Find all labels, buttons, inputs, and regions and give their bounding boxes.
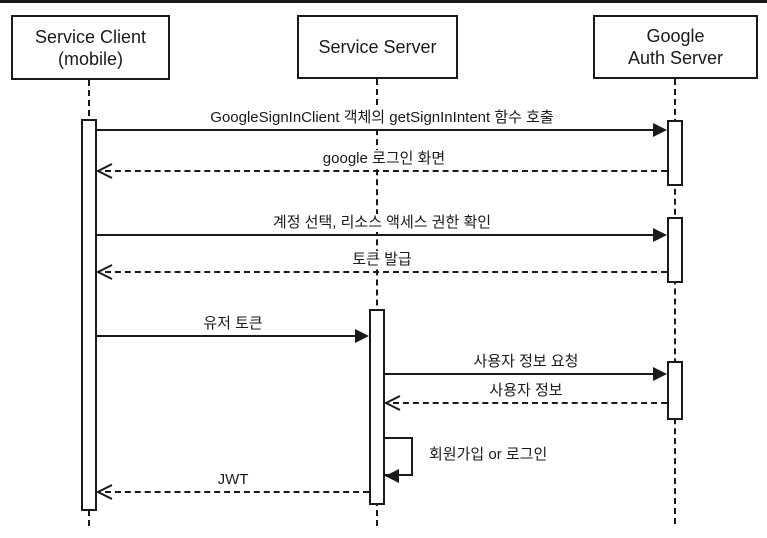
message-label-2: google 로그인 화면 xyxy=(318,150,450,168)
message-label-5: 유저 토큰 xyxy=(199,315,267,333)
lifeline-google-auth-server xyxy=(674,79,676,524)
actor-subname-google-auth-server: Auth Server xyxy=(627,48,724,68)
message-label-3: 계정 선택, 리소스 액세스 권한 확인 xyxy=(268,214,496,232)
arrowhead-open-left-icon xyxy=(96,484,113,500)
arrowhead-open-left-icon xyxy=(96,264,113,280)
message-line-3 xyxy=(97,234,654,236)
self-message-loop xyxy=(385,437,413,476)
message-label-6: 사용자 정보 요청 xyxy=(469,353,583,371)
message-line-2 xyxy=(105,170,667,172)
actor-name-service-client: Service Client xyxy=(34,26,147,47)
arrowhead-right-icon xyxy=(653,123,667,137)
message-line-7 xyxy=(393,402,667,404)
actor-box-service-server: Service Server xyxy=(297,15,458,79)
activation-bar-service-server xyxy=(369,309,385,505)
lifeline-service-server xyxy=(376,79,378,526)
arrowhead-left-icon xyxy=(385,469,399,483)
activation-bar-google-2 xyxy=(667,217,683,283)
top-border-rule xyxy=(0,0,767,3)
actor-subname-service-client: (mobile) xyxy=(57,48,123,69)
activation-bar-service-client xyxy=(81,119,97,511)
message-line-6 xyxy=(385,373,653,375)
arrowhead-right-icon xyxy=(653,228,667,242)
message-line-5 xyxy=(97,335,355,337)
message-label-1: GoogleSignInClient 객체의 getSignInIntent 함… xyxy=(206,109,558,127)
message-line-1 xyxy=(97,129,654,131)
actor-name-google-auth-server: Google xyxy=(646,26,705,46)
actor-box-google-auth-server: Google Auth Server xyxy=(593,15,758,79)
actor-name-service-server: Service Server xyxy=(318,37,437,57)
arrowhead-right-icon xyxy=(355,329,369,343)
message-label-4: 토큰 발급 xyxy=(348,251,416,269)
message-line-9 xyxy=(105,491,369,493)
message-label-7: 사용자 정보 xyxy=(485,382,567,400)
message-label-8: 회원가입 or 로그인 xyxy=(425,446,552,464)
actor-box-service-client: Service Client (mobile) xyxy=(11,15,170,80)
message-line-4 xyxy=(105,271,667,273)
activation-bar-google-1 xyxy=(667,120,683,186)
arrowhead-open-left-icon xyxy=(384,395,401,411)
arrowhead-right-icon xyxy=(653,367,667,381)
activation-bar-google-3 xyxy=(667,361,683,420)
arrowhead-open-left-icon xyxy=(96,163,113,179)
message-label-9: JWT xyxy=(213,471,253,489)
